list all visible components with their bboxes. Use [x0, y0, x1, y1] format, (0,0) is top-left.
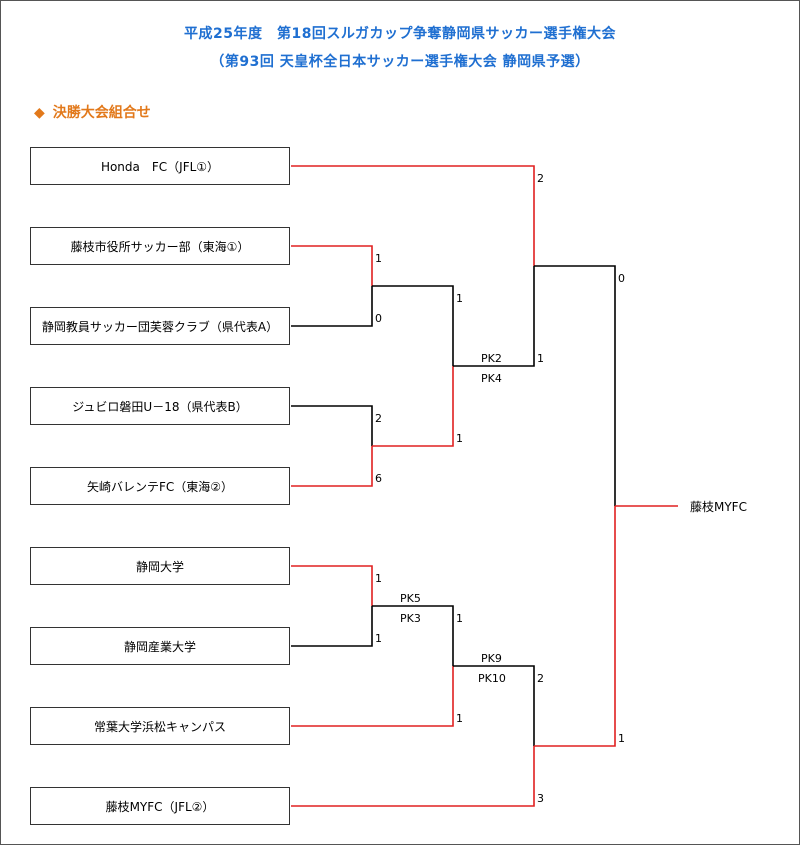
team-box: 静岡大学 — [30, 547, 290, 585]
section-heading-label: 決勝大会組合せ — [52, 105, 151, 121]
score-label: 1 — [456, 292, 463, 305]
line-sfb-top — [453, 665, 535, 746]
line-fujieda-city — [291, 245, 373, 286]
line-sfa-bot — [453, 266, 535, 367]
score-label: 1 — [456, 432, 463, 445]
tournament-title: 平成25年度 第18回スルガカップ争奪静岡県サッカー選手権大会 — [183, 26, 617, 42]
pk-label: PK9 — [481, 652, 502, 665]
score-label: 1 — [456, 612, 463, 625]
line-fujieda-myfc — [291, 746, 535, 807]
team-box: 藤枝MYFC（JFL②） — [30, 787, 290, 825]
line-shizuoka-teachers — [291, 286, 373, 327]
line-jubilo — [291, 405, 373, 446]
score-label: 6 — [375, 472, 382, 485]
team-box: 藤枝市役所サッカー部（東海①） — [30, 227, 290, 265]
team-box: 矢崎バレンテFC（東海②） — [30, 467, 290, 505]
score-label: 1 — [375, 252, 382, 265]
score-label: 3 — [537, 792, 544, 805]
champion-label: 藤枝MYFC — [690, 500, 747, 514]
tournament-subtitle: （第93回 天皇杯全日本サッカー選手権大会 静岡県予選） — [210, 54, 590, 70]
team-box: 常葉大学浜松キャンパス — [30, 707, 290, 745]
score-label: 1 — [456, 712, 463, 725]
line-r2a-top — [372, 285, 454, 366]
line-shizuoka-sangyo — [291, 606, 373, 647]
pk-label: PK4 — [481, 372, 502, 385]
section-heading: ◆ 決勝大会組合せ — [34, 102, 151, 122]
score-label: 2 — [375, 412, 382, 425]
line-sfa-out — [534, 265, 616, 506]
line-tokoha — [291, 666, 454, 727]
line-honda — [291, 165, 535, 266]
score-label: 0 — [618, 272, 625, 285]
score-label: 1 — [375, 572, 382, 585]
score-label: 1 — [375, 632, 382, 645]
score-label: 2 — [537, 672, 544, 685]
score-label: 2 — [537, 172, 544, 185]
team-box: 静岡教員サッカー団芙蓉クラブ（県代表A） — [30, 307, 290, 345]
line-final-bot — [534, 506, 616, 747]
team-box: ジュビロ磐田U－18（県代表B） — [30, 387, 290, 425]
score-label: 1 — [618, 732, 625, 745]
diamond-icon: ◆ — [34, 105, 45, 121]
score-label: 0 — [375, 312, 382, 325]
pk-label: PK5 — [400, 592, 421, 605]
pk-label: PK3 — [400, 612, 421, 625]
line-shizuoka-univ — [291, 565, 373, 606]
line-r2b-top — [372, 605, 454, 666]
line-yazaki — [291, 446, 373, 487]
pk-label: PK2 — [481, 352, 502, 365]
pk-label: PK10 — [478, 672, 506, 685]
line-r2a-bot — [372, 366, 454, 447]
team-box: 静岡産業大学 — [30, 627, 290, 665]
score-label: 1 — [537, 352, 544, 365]
team-box: Honda FC（JFL①） — [30, 147, 290, 185]
